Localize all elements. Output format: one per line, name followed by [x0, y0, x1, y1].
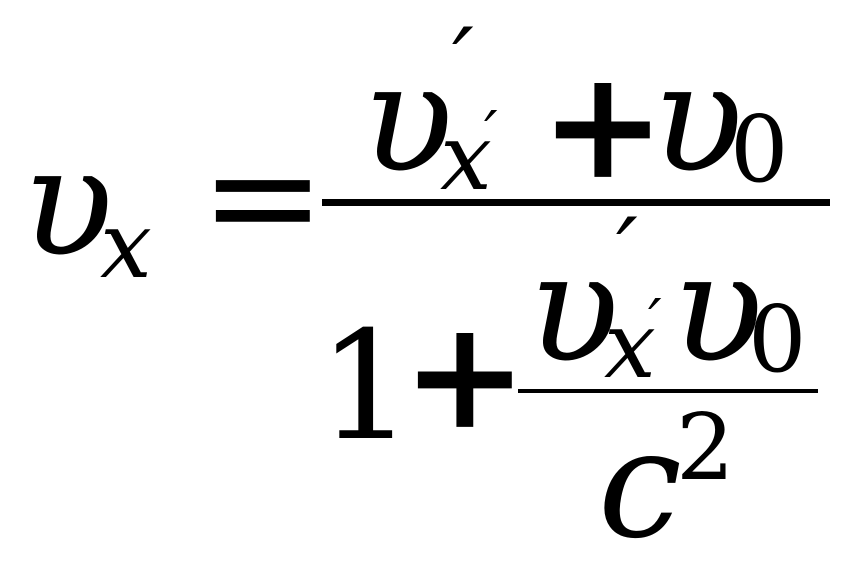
denominator-plus-sign: + — [402, 287, 528, 463]
inner-subscript-prime: ′ — [648, 287, 662, 357]
inner-fraction-bar — [518, 389, 818, 393]
inner-velocity-zero-symbol: υ — [672, 222, 764, 396]
denominator-one: 1 — [318, 300, 414, 474]
numerator-plus-sign: + — [540, 37, 666, 213]
speed-of-light-exponent: 2 — [676, 394, 735, 501]
inner-velocity-prime-symbol: υ — [528, 222, 620, 396]
numerator-subscript-zero: 0 — [730, 96, 789, 203]
numerator-prime-mark: ′ — [452, 8, 474, 120]
numerator-velocity-prime-symbol: υ — [362, 32, 454, 206]
lhs-velocity-symbol: υ — [22, 116, 114, 290]
equals-sign: = — [200, 110, 326, 284]
speed-of-light-symbol: c — [598, 398, 683, 572]
main-fraction-bar — [322, 199, 830, 206]
inner-prime-mark: ′ — [616, 198, 638, 310]
numerator-subscript-x: x — [440, 104, 492, 211]
inner-subscript-zero: 0 — [748, 286, 807, 393]
numerator-velocity-zero-symbol: υ — [652, 32, 744, 206]
lhs-subscript-x: x — [100, 192, 152, 299]
numerator-subscript-prime: ′ — [484, 99, 498, 169]
inner-subscript-x: x — [604, 292, 656, 399]
